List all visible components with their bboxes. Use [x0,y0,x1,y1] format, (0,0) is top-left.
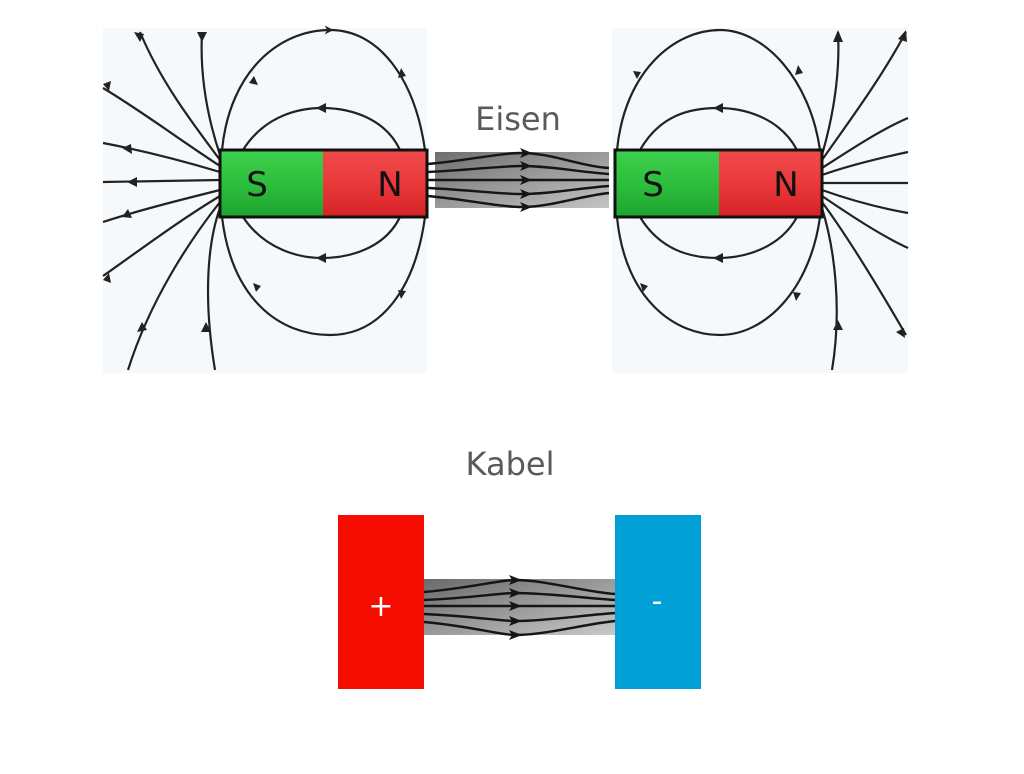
arrow-icon [201,322,211,332]
cable-label: Kabel [466,445,555,483]
right-bar-magnet: S N [613,148,824,219]
arrow-icon [137,322,147,332]
arrow-icon [633,71,641,79]
left-field-arrows [103,32,406,332]
left-magnet-north-label: N [377,165,402,205]
negative-sign: - [652,584,663,619]
arrow-icon [898,30,907,42]
right-magnet-south-pole [615,150,719,217]
arrow-icon [833,30,843,42]
left-magnet-field-lines [102,25,427,371]
arrow-icon [197,32,207,42]
arrow-icon [122,144,132,154]
arrow-icon [713,253,723,263]
left-magnet-south-pole [220,150,323,217]
right-magnet-field-lines [615,28,909,371]
arrow-icon [253,283,261,292]
left-bar-magnet: S N [218,148,429,219]
left-magnet-south-label: S [246,165,268,205]
arrow-icon [833,320,843,330]
right-field-arrows [633,30,907,338]
cable-connector [423,575,616,640]
left-magnet-north-pole [323,150,427,217]
arrow-icon [896,328,905,338]
arrow-icon [103,81,111,91]
arrow-icon [713,103,723,113]
arrow-icon [640,283,648,292]
arrow-icon [134,32,144,42]
arrow-icon [795,65,803,75]
positive-sign: + [368,589,393,624]
arrow-icon [398,68,406,78]
positive-terminal [338,515,424,689]
arrow-icon [122,209,132,218]
iron-connector [427,148,610,212]
arrow-icon [793,292,801,301]
arrow-icon [103,273,111,283]
right-magnet-north-pole [719,150,822,217]
right-magnet-north-label: N [773,165,798,205]
iron-label: Eisen [475,100,561,138]
arrow-icon [316,253,326,263]
arrow-icon [127,177,137,187]
arrow-icon [316,103,326,113]
negative-terminal [615,515,701,689]
arrow-icon [398,290,406,299]
right-magnet-south-label: S [642,165,664,205]
arrow-icon [249,76,258,85]
